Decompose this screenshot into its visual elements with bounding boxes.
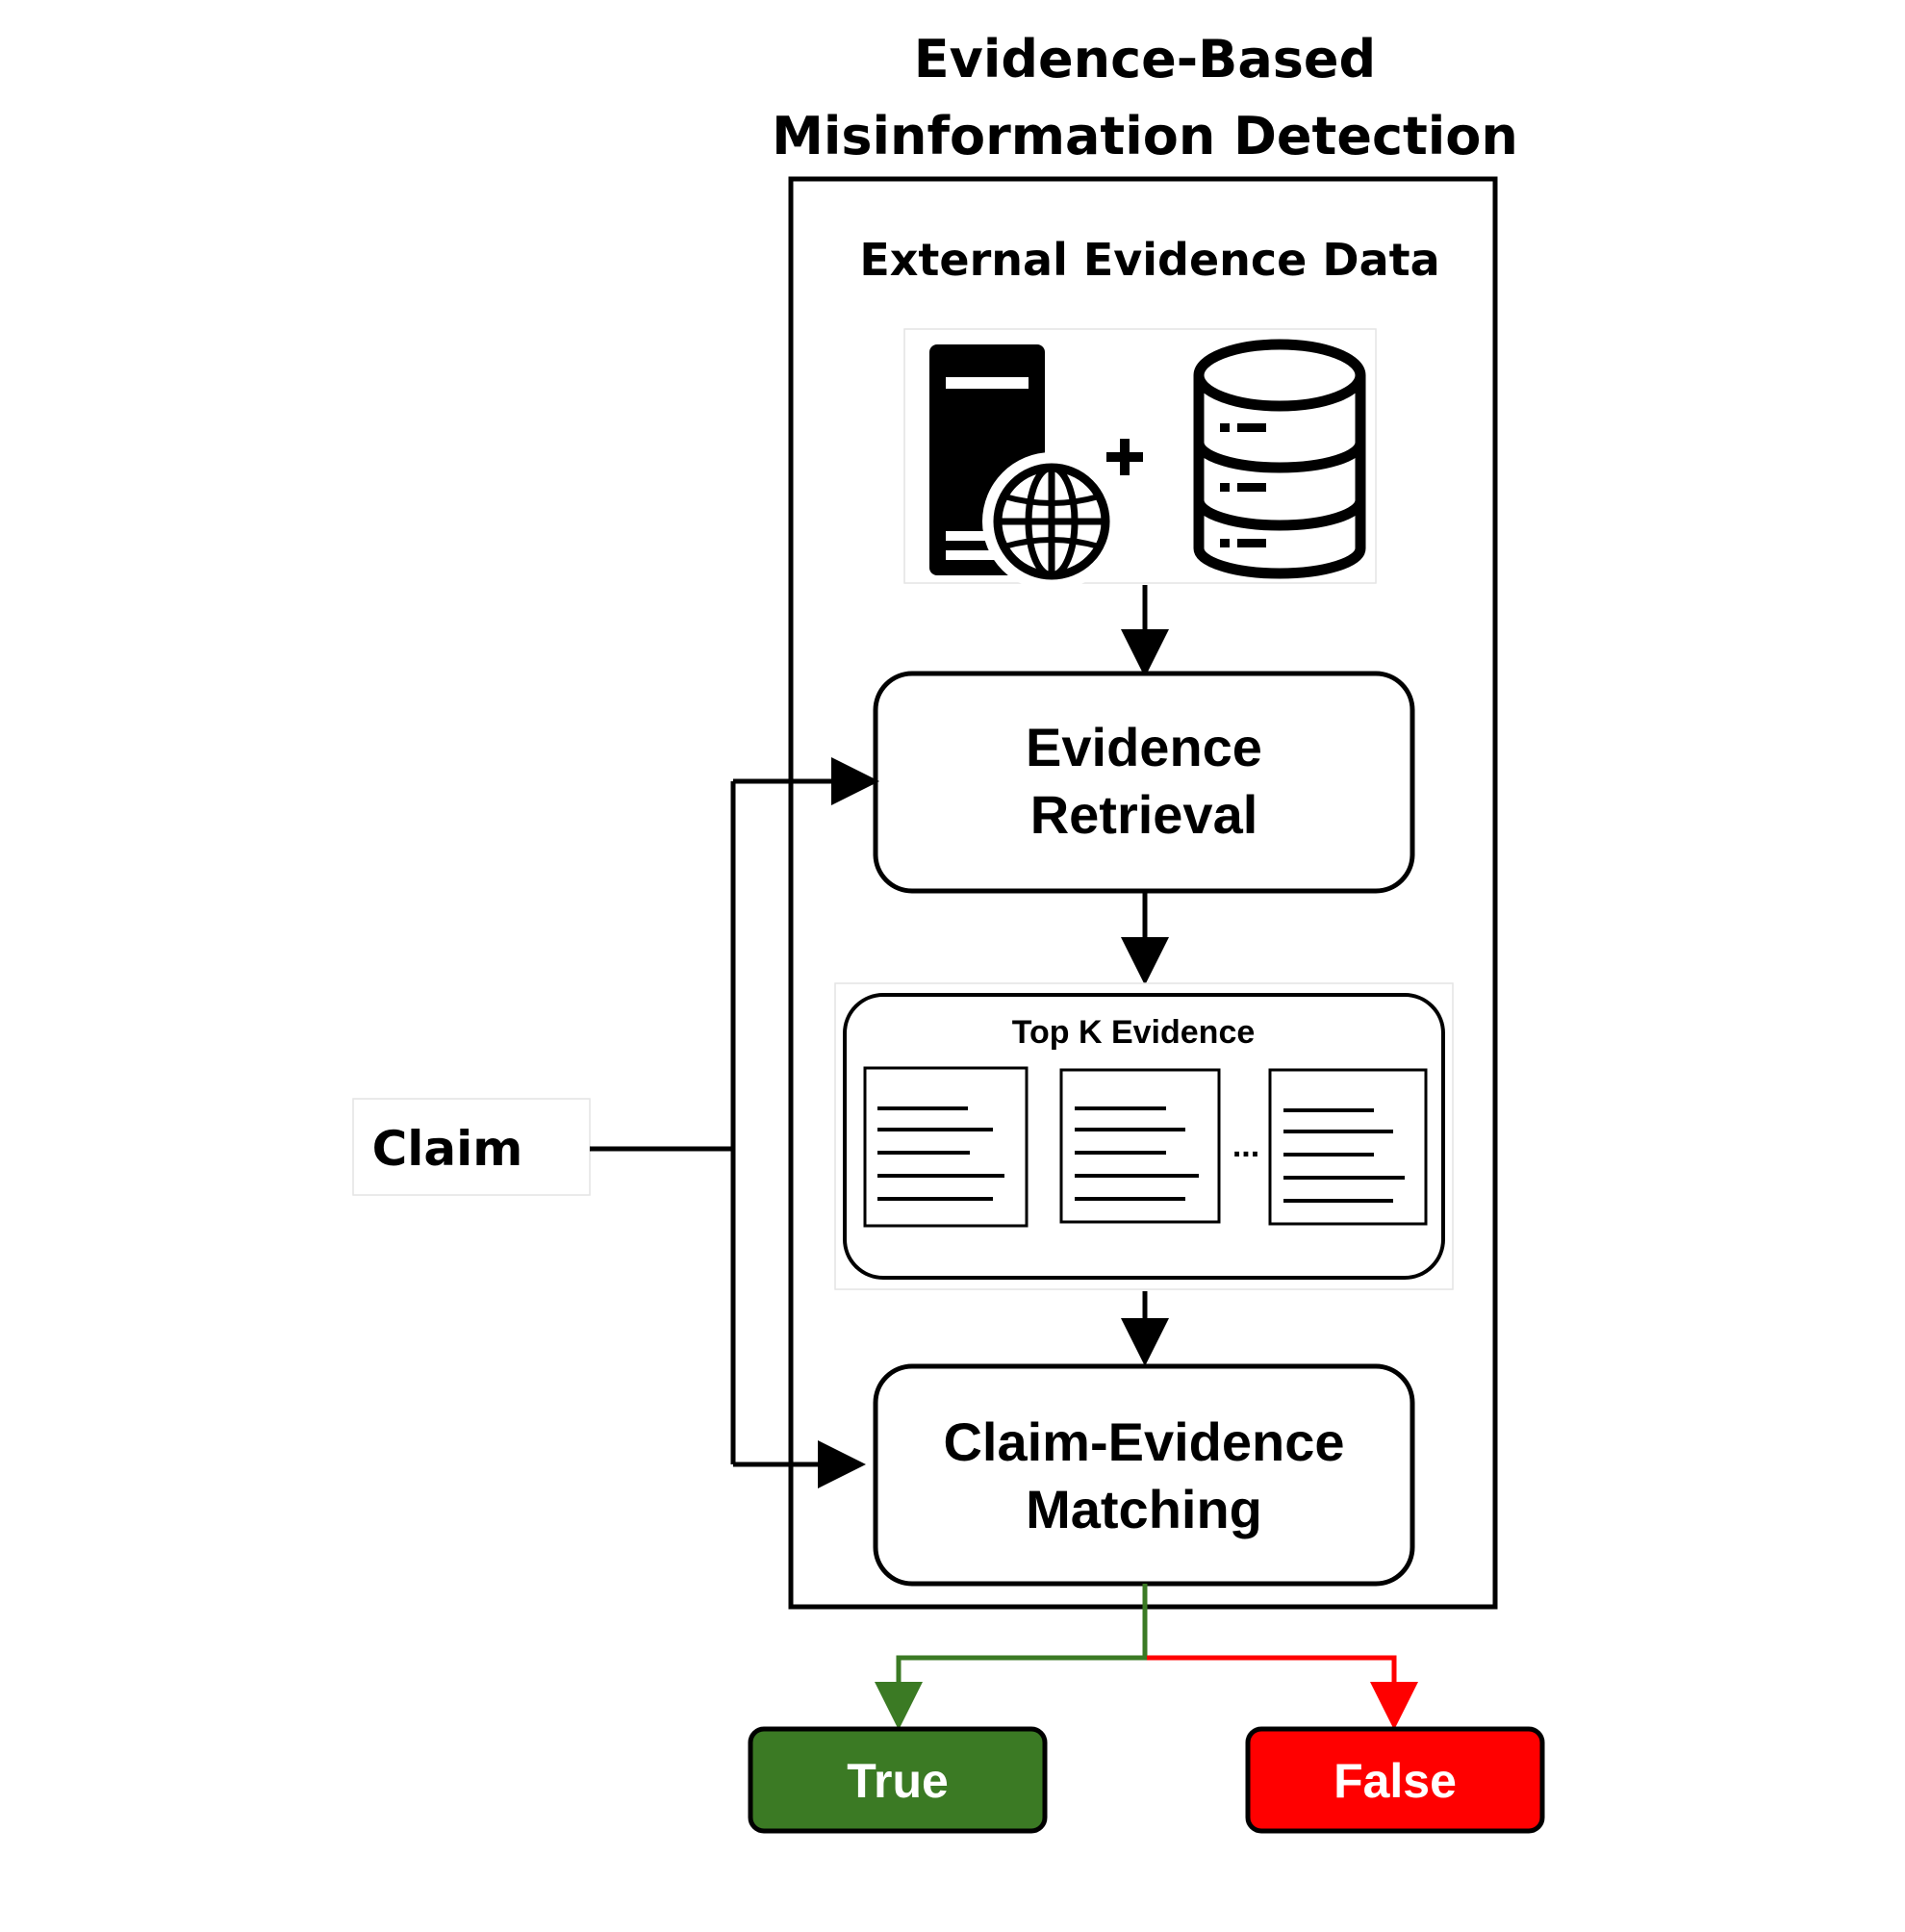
title-line-2: Misinformation Detection <box>772 106 1518 166</box>
top-k-evidence-box: Top K Evidence ... <box>834 982 1454 1290</box>
document-icon <box>1059 1068 1221 1224</box>
output-connectors <box>875 1584 1418 1730</box>
arrow-to-true <box>875 1584 1148 1730</box>
evidence-retrieval-line-1: Evidence <box>1026 717 1262 777</box>
evidence-retrieval-box: Evidence Retrieval <box>873 671 1415 894</box>
false-label: False <box>1334 1754 1457 1808</box>
document-icon <box>1268 1068 1428 1226</box>
database-icon <box>1193 339 1366 579</box>
external-evidence-icons <box>903 328 1377 591</box>
server-globe-icon <box>929 344 1121 591</box>
document-icon <box>863 1066 1029 1228</box>
claim-label: Claim <box>372 1121 523 1177</box>
false-output-box: False <box>1245 1726 1545 1834</box>
matching-line-2: Matching <box>1026 1479 1262 1539</box>
arrow-to-false <box>1147 1655 1418 1730</box>
evidence-retrieval-line-2: Retrieval <box>1030 784 1258 845</box>
top-k-label: Top K Evidence <box>1012 1014 1256 1051</box>
claim-box: Claim <box>352 1098 591 1196</box>
ellipsis: ... <box>1232 1128 1259 1164</box>
plus-icon <box>1106 439 1143 475</box>
true-label: True <box>847 1754 949 1808</box>
external-evidence-label: External Evidence Data <box>859 234 1439 286</box>
claim-connectors <box>590 757 879 1488</box>
matching-line-1: Claim-Evidence <box>943 1411 1344 1472</box>
claim-evidence-matching-box: Claim-Evidence Matching <box>873 1363 1415 1587</box>
true-output-box: True <box>748 1726 1048 1834</box>
diagram-title: Evidence-Based Misinformation Detection <box>772 29 1518 166</box>
title-line-1: Evidence-Based <box>914 29 1376 89</box>
